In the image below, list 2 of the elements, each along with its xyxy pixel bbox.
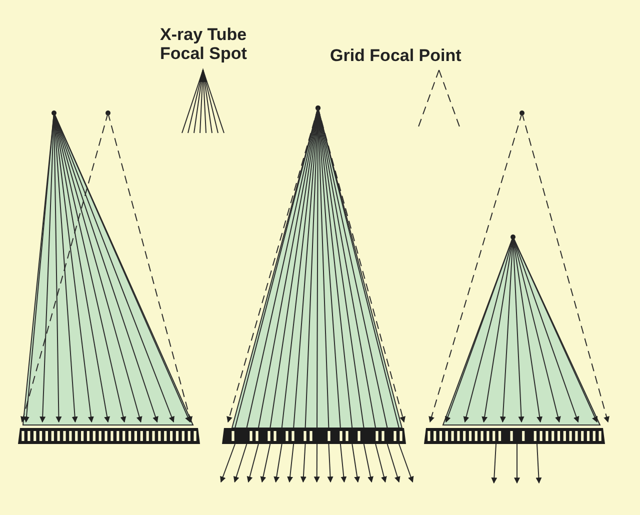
legend-label: X-ray Tube Focal Spot	[160, 25, 248, 63]
legend-label: Grid Focal Point	[330, 46, 462, 65]
